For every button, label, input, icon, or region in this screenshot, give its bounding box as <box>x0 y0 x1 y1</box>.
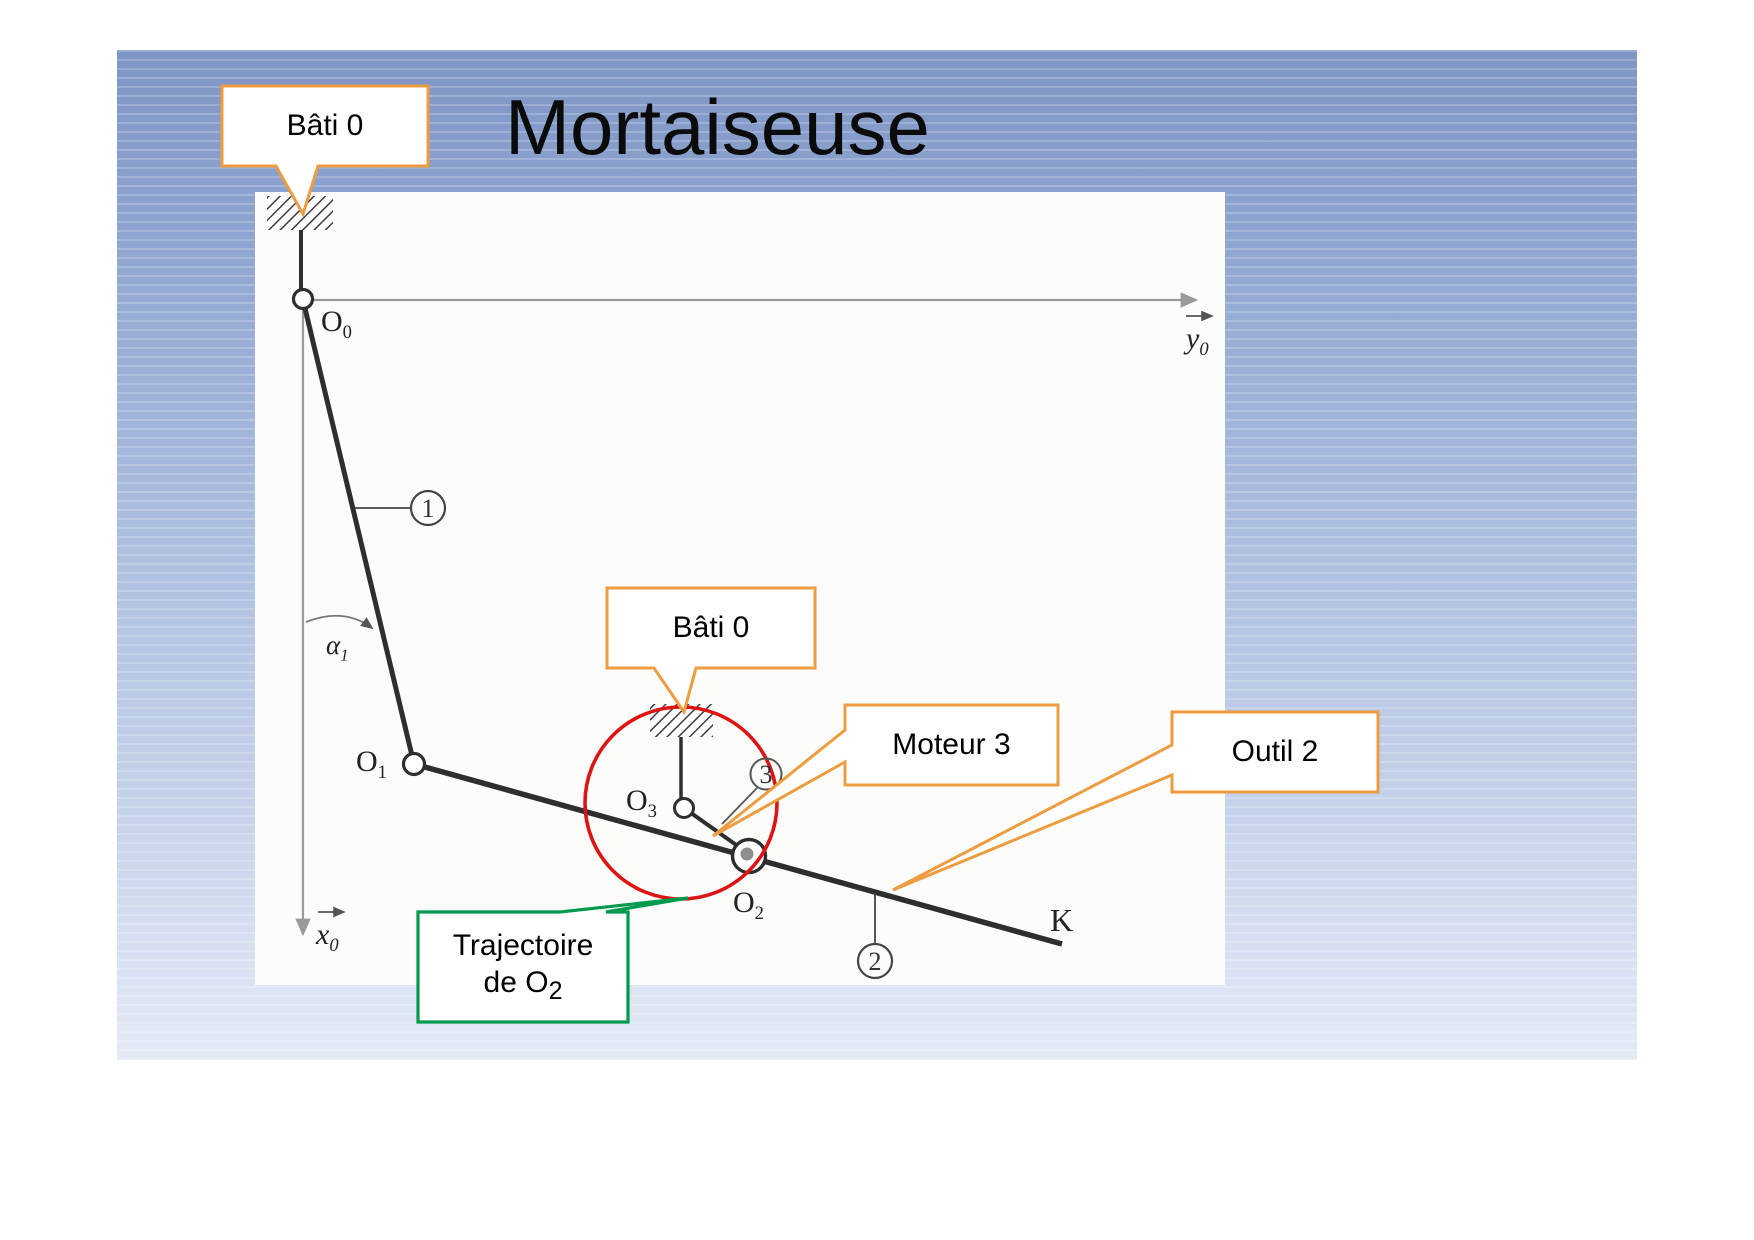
link2-badge <box>856 942 894 980</box>
callout-moteur3-bubble <box>712 703 1060 838</box>
alpha1-angle-arc <box>305 614 374 630</box>
pivot-o1 <box>401 751 427 777</box>
callout-trajectoire-bubble <box>416 896 689 1024</box>
link-1 <box>300 299 417 765</box>
pivot-o3 <box>673 797 695 819</box>
motor-o2-inner <box>740 847 754 861</box>
callout-outil2-bubble <box>892 710 1380 892</box>
link1-badge <box>409 489 447 527</box>
link3-badge <box>749 757 783 791</box>
callout-bati0-mid-bubble <box>605 586 817 716</box>
callout-bati0-top-bubble <box>220 84 430 218</box>
link3-leader <box>721 787 758 825</box>
pivot-o0 <box>291 287 315 311</box>
